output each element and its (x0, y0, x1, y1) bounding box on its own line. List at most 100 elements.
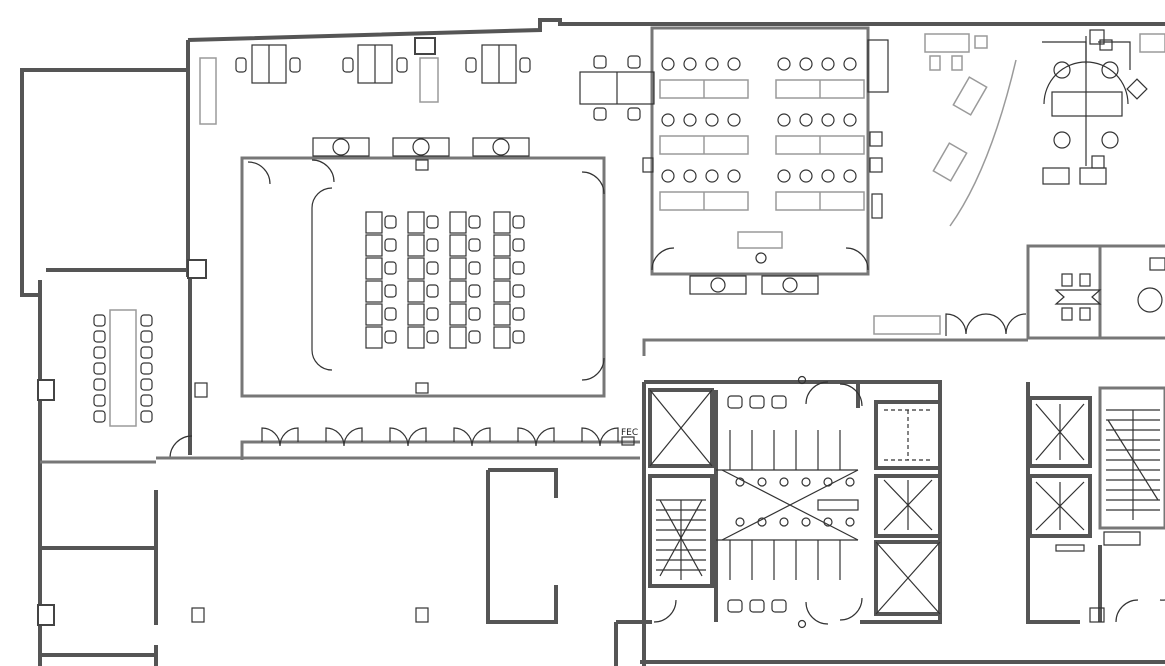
desk-icon (449, 257, 467, 280)
desk-icon (493, 326, 511, 349)
door-swing-icon (261, 427, 299, 447)
chair-icon (727, 113, 741, 127)
desk-icon (407, 303, 425, 326)
desk-icon (365, 303, 383, 326)
sink-icon (749, 395, 765, 409)
chair-icon (468, 307, 481, 321)
chair-icon (384, 284, 397, 298)
chair-icon (705, 113, 719, 127)
chair-icon (384, 238, 397, 252)
chair-icon (384, 261, 397, 275)
chair-icon (468, 284, 481, 298)
chair-icon (821, 169, 835, 183)
chair-icon (140, 346, 153, 359)
chair-icon (683, 169, 697, 183)
chair-icon (468, 330, 481, 344)
toilet-icon (845, 477, 855, 487)
chair-icon (512, 261, 525, 275)
desk-icon (407, 326, 425, 349)
chair-icon (93, 410, 106, 423)
chair-icon (426, 261, 439, 275)
chair-icon (512, 284, 525, 298)
chair-icon (799, 169, 813, 183)
chair-icon (426, 238, 439, 252)
desk-icon (493, 257, 511, 280)
door-swing-icon (389, 427, 427, 447)
chair-icon (512, 307, 525, 321)
chair-icon (468, 215, 481, 229)
lounge-area (924, 29, 1165, 227)
chair-icon (93, 330, 106, 343)
chair-icon (821, 113, 835, 127)
toilet-icon (801, 517, 811, 527)
chair-icon (468, 261, 481, 275)
chair-icon (683, 113, 697, 127)
fec-label: FEC (621, 428, 638, 438)
chair-icon (777, 57, 791, 71)
column-icon (414, 37, 436, 55)
chair-icon (727, 57, 741, 71)
toilet-icon (779, 517, 789, 527)
chair-icon (705, 57, 719, 71)
chair-icon (661, 113, 675, 127)
open-office (579, 26, 889, 295)
column-icon (37, 604, 55, 626)
door-swing-icon (325, 427, 363, 447)
chair-icon (384, 215, 397, 229)
sink-icon (749, 599, 765, 613)
chair-icon (426, 307, 439, 321)
toilet-icon (757, 477, 767, 487)
top-desks (199, 44, 531, 125)
desk-icon (365, 257, 383, 280)
desk-icon (493, 280, 511, 303)
chair-icon (140, 314, 153, 327)
chair-icon (777, 113, 791, 127)
building-core (614, 375, 1165, 666)
toilet-icon (845, 517, 855, 527)
toilet-icon (735, 477, 745, 487)
chair-icon (140, 394, 153, 407)
chair-icon (777, 169, 791, 183)
sink-icon (727, 395, 743, 409)
desk-icon (493, 211, 511, 234)
desk-icon (449, 280, 467, 303)
desk-icon (493, 303, 511, 326)
chair-icon (727, 169, 741, 183)
desk-icon (449, 211, 467, 234)
chair-icon (512, 330, 525, 344)
desk-icon (493, 234, 511, 257)
desk-icon (407, 257, 425, 280)
toilet-icon (779, 477, 789, 487)
chair-icon (843, 57, 857, 71)
desk-icon (449, 326, 467, 349)
desk-icon (365, 211, 383, 234)
door-swing-icon (581, 427, 619, 447)
sink-icon (771, 395, 787, 409)
chair-icon (799, 113, 813, 127)
sink-icon (727, 599, 743, 613)
desk-icon (365, 326, 383, 349)
chair-icon (93, 378, 106, 391)
training-room (240, 137, 606, 398)
toilet-icon (801, 477, 811, 487)
desk-icon (365, 280, 383, 303)
desk-icon (407, 211, 425, 234)
chair-icon (512, 238, 525, 252)
desk-icon (449, 234, 467, 257)
chair-icon (843, 113, 857, 127)
column-icon (187, 259, 207, 279)
toilet-icon (735, 517, 745, 527)
chair-icon (426, 215, 439, 229)
desk-icon (449, 303, 467, 326)
chair-icon (705, 169, 719, 183)
chair-icon (140, 410, 153, 423)
chair-icon (426, 330, 439, 344)
chair-icon (468, 238, 481, 252)
chair-icon (140, 330, 153, 343)
chair-icon (512, 215, 525, 229)
chair-icon (93, 314, 106, 327)
chair-icon (140, 378, 153, 391)
chair-icon (93, 362, 106, 375)
sink-icon (771, 599, 787, 613)
